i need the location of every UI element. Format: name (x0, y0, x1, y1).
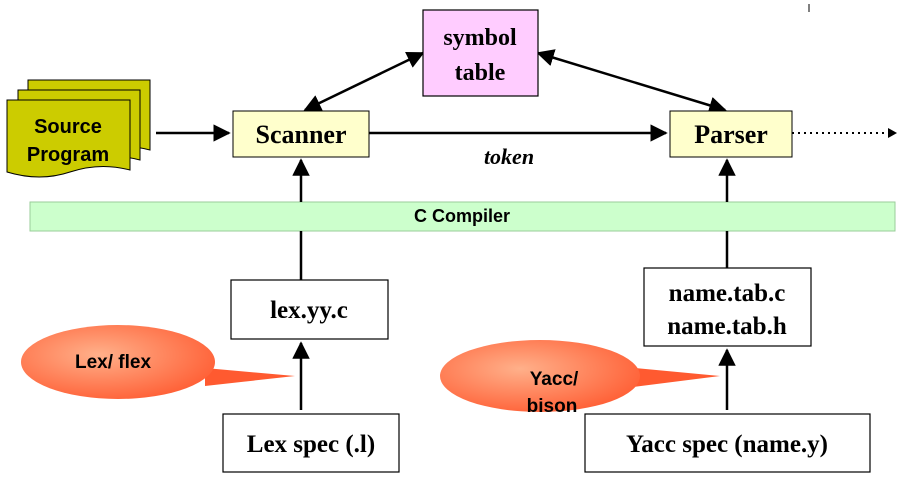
lex-yy-c-label: lex.yy.c (270, 297, 348, 324)
lex-spec-node: Lex spec (.l) (222, 413, 400, 473)
yacc-bison-callout: Yacc/ bison (440, 340, 720, 417)
symbol-table-line2: table (455, 60, 506, 86)
symbol-table-node: symbol table (422, 9, 539, 97)
name-tab-line2: name.tab.h (667, 313, 787, 340)
parser-label: Parser (694, 120, 768, 149)
c-compiler-bar: C Compiler (29, 201, 896, 232)
source-program-line2: Program (27, 144, 109, 166)
arrow-scanner-symboltable (303, 51, 425, 112)
name-tab-line1: name.tab.c (669, 280, 786, 307)
connectors (156, 49, 736, 410)
arrow-symboltable-parser (536, 49, 727, 114)
lex-yy-c-node: lex.yy.c (230, 279, 389, 340)
token-label: token (484, 144, 534, 169)
parser-node: Parser (669, 110, 793, 158)
source-program-document: Source Program (6, 79, 151, 178)
yacc-bison-line1: Yacc/ (530, 369, 579, 390)
symbol-table-line1: symbol (443, 25, 517, 51)
lex-flex-label: Lex/ flex (75, 352, 151, 373)
source-program-line1: Source (34, 116, 102, 138)
yacc-bison-line2: bison (527, 396, 578, 417)
parser-output-arrow (792, 128, 897, 138)
c-compiler-label: C Compiler (414, 206, 510, 226)
yacc-spec-node: Yacc spec (name.y) (584, 413, 871, 473)
lex-spec-label: Lex spec (.l) (247, 431, 375, 458)
lex-flex-callout: Lex/ flex (21, 325, 295, 399)
yacc-spec-label: Yacc spec (name.y) (626, 431, 828, 458)
scanner-label: Scanner (256, 120, 347, 149)
name-tab-node: name.tab.c name.tab.h (643, 267, 812, 347)
scanner-node: Scanner (232, 110, 370, 158)
